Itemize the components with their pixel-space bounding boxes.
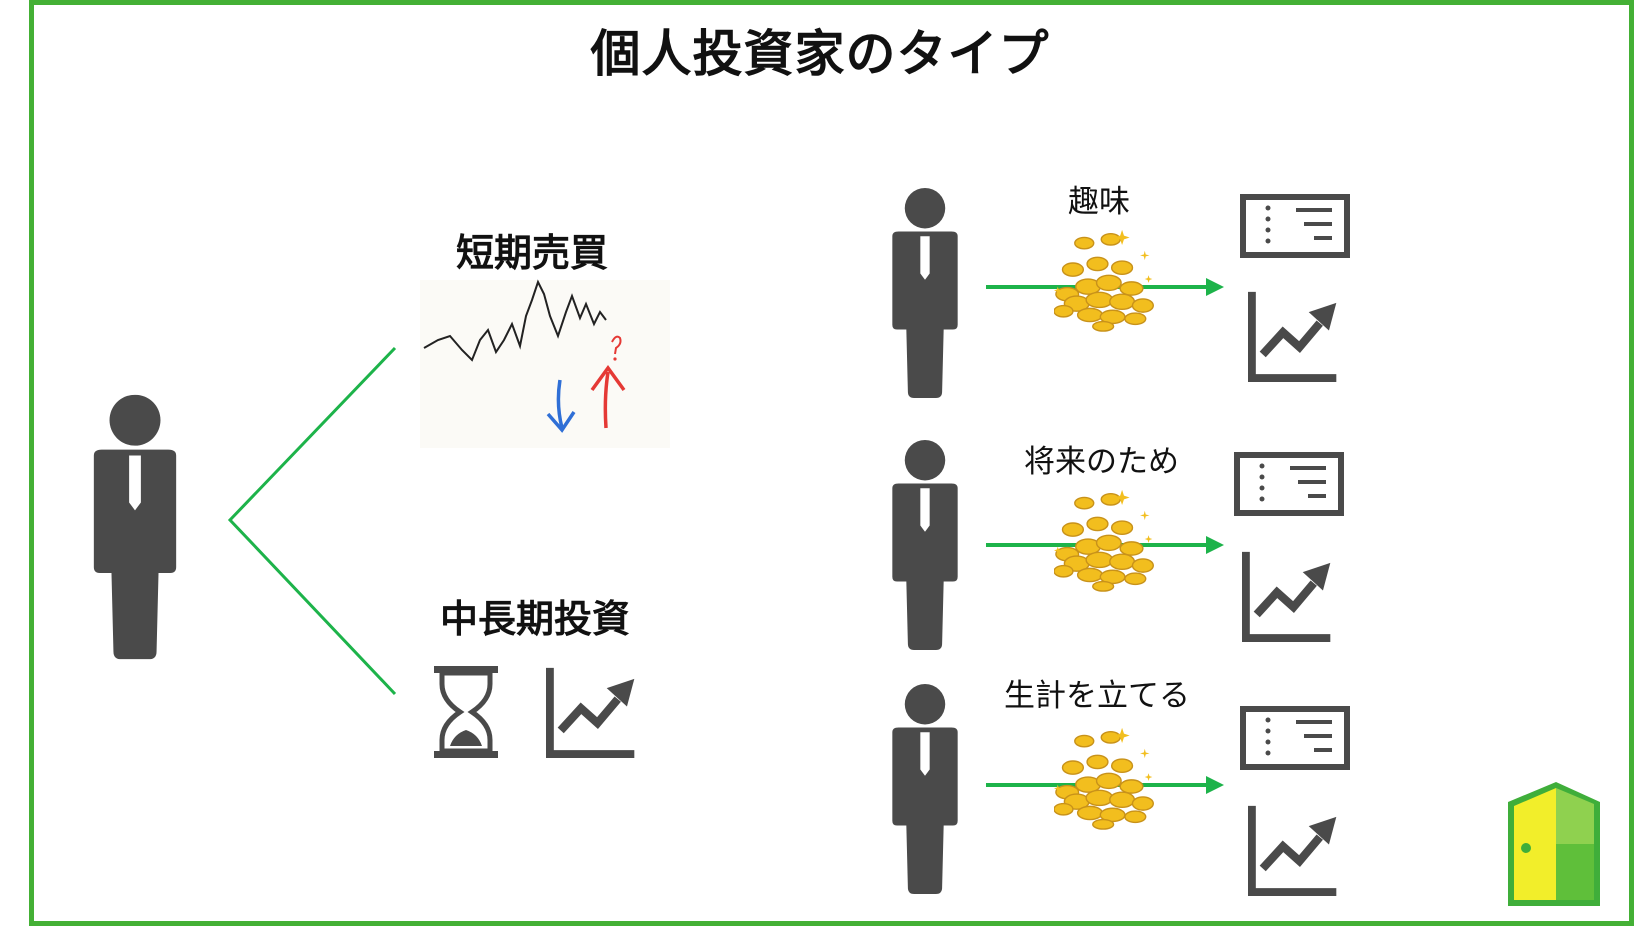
purpose-label-hobby: 趣味 xyxy=(1068,184,1130,220)
short-term-trading-label: 短期売買 xyxy=(456,231,609,275)
page-title: 個人投資家のタイプ xyxy=(590,25,1050,83)
coin-pile-icon xyxy=(1054,228,1158,332)
purpose-label-living: 生計を立てる xyxy=(1004,678,1190,714)
trend-chart-icon xyxy=(546,666,638,758)
diagram-frame xyxy=(29,0,1634,926)
long-term-investment-label: 中長期投資 xyxy=(440,597,631,641)
person-icon xyxy=(886,684,964,894)
ticket-icon xyxy=(1240,194,1350,258)
coin-pile-icon xyxy=(1054,726,1158,830)
ticket-icon xyxy=(1234,452,1344,516)
person-icon xyxy=(886,440,964,650)
price-fluctuation-sketch xyxy=(420,279,670,448)
trend-chart-icon xyxy=(1248,804,1340,896)
hourglass-icon xyxy=(434,666,498,758)
ticket-icon xyxy=(1240,706,1350,770)
trend-chart-icon xyxy=(1242,550,1334,642)
door-logo-icon xyxy=(1508,782,1600,906)
person-icon xyxy=(886,188,964,398)
purpose-label-future: 将来のため xyxy=(1024,444,1179,480)
trend-chart-icon xyxy=(1248,290,1340,382)
coin-pile-icon xyxy=(1054,488,1158,592)
